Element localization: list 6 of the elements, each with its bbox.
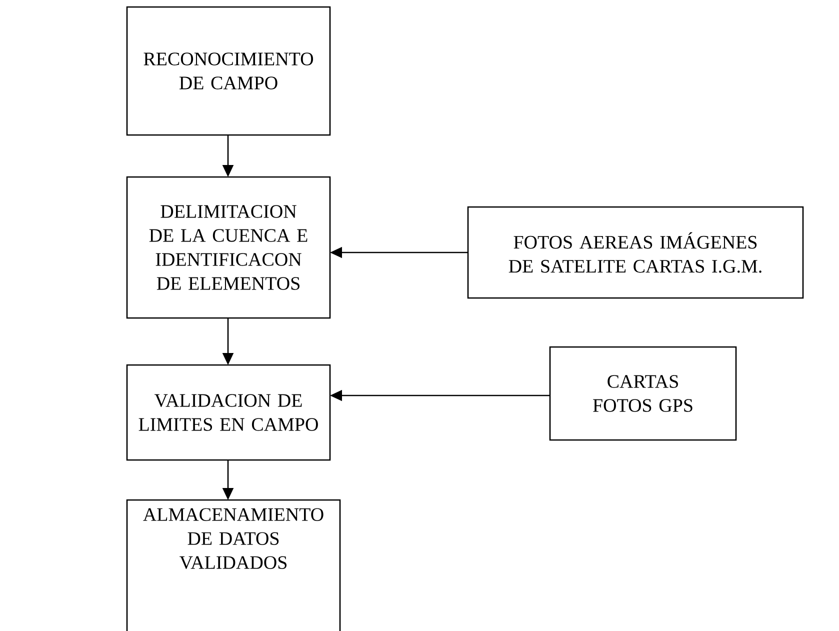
process-box: VALIDACION DE LIMITES EN CAMPO [126,364,331,461]
process-box: DELIMITACION DE LA CUENCA E IDENTIFICACON DE ELEMENTOS [126,176,331,319]
process-box: RECONOCIMIENTO DE CAMPO [126,6,331,136]
process-box: FOTOS AEREAS IMÁGENES DE SATELITE CARTAS I.G.M. [467,206,804,299]
process-box: ALMACENAMIENTO DE DATOS VALIDADOS [126,499,341,631]
process-box: CARTAS FOTOS GPS [549,346,737,441]
